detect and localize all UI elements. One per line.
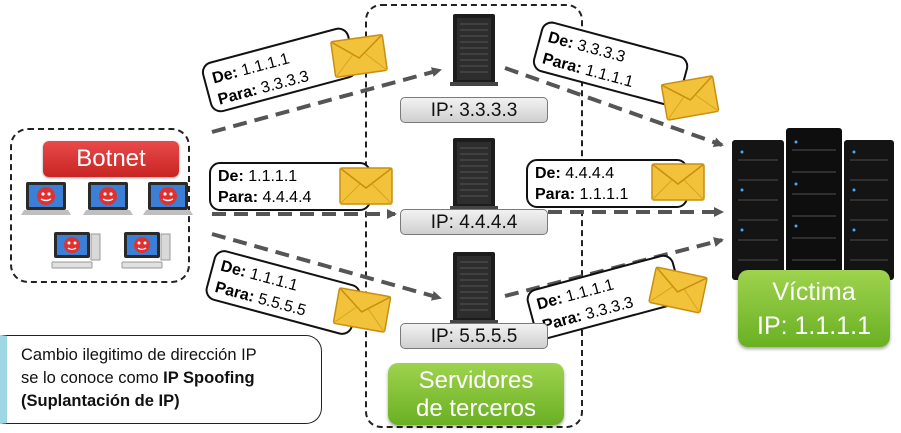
server2-ip-label: IP: 4.4.4.4: [400, 209, 548, 235]
botnet-label: Botnet: [43, 141, 179, 177]
ip-spoofing-note: Cambio ilegitimo de dirección IP se lo c…: [0, 335, 322, 424]
envelope-icon: [329, 33, 389, 79]
arrow-botnet-to-server3: [211, 232, 442, 301]
svg-text:Para: 4.4.4.4: Para: 4.4.4.4: [218, 189, 312, 206]
message-left-mid: De: 1.1.1.1 Para: 4.4.4.4: [209, 162, 371, 211]
envelope-icon: [339, 167, 393, 205]
laptop-infected-icon: [142, 181, 194, 216]
laptop-infected-icon: [82, 181, 134, 216]
note-line1: Cambio ilegitimo de dirección IP: [21, 346, 257, 364]
note-bold1: IP Spoofing: [163, 369, 255, 387]
laptop-infected-icon: [20, 181, 72, 216]
message-right-bot: De: 1.1.1.1 Para: 3.3.3.3: [526, 254, 682, 340]
svg-text:De: 1.1.1.1: De: 1.1.1.1: [218, 168, 297, 185]
desktop-infected-icon: [121, 231, 171, 269]
third-party-line2: de terceros: [415, 395, 537, 422]
arrow-botnet-to-server1: [211, 67, 442, 134]
message-left-bot: De: 1.1.1.1 Para: 5.5.5.5: [205, 250, 361, 335]
arrow-server1-to-victim: [504, 66, 724, 148]
victim-label: Víctima IP: 1.1.1.1: [738, 270, 890, 347]
server-tower-icon: [449, 13, 499, 87]
victim-line2: IP: 1.1.1.1: [757, 312, 871, 340]
server1-ip-label: IP: 3.3.3.3: [400, 97, 548, 123]
server-rack-icon: [732, 128, 894, 283]
server-tower-icon: [449, 137, 499, 211]
server-tower-icon: [449, 251, 499, 325]
note-line2: se lo conoce como IP Spoofing: [21, 367, 311, 390]
message-right-mid: De: 4.4.4.4 Para: 1.1.1.1: [526, 159, 688, 208]
note-line3: (Suplantación de IP): [21, 390, 311, 413]
message-left-top: De: 1.1.1.1 Para: 3.3.3.3: [201, 27, 358, 113]
svg-text:Para: 1.1.1.1: Para: 1.1.1.1: [535, 186, 629, 203]
botnet-group: [10, 128, 190, 283]
server3-ip-label: IP: 5.5.5.5: [400, 323, 548, 349]
desktop-infected-icon: [51, 231, 101, 269]
svg-text:De: 4.4.4.4: De: 4.4.4.4: [535, 165, 614, 182]
third-party-line1: Servidores: [418, 367, 534, 394]
envelope-icon: [651, 163, 705, 201]
message-right-top: De: 3.3.3.3 Para: 1.1.1.1: [532, 21, 689, 107]
note-text2: se lo conoce como: [21, 369, 164, 387]
third-party-servers-label: Servidores de terceros: [388, 363, 564, 425]
victim-line1: Víctima: [772, 278, 856, 306]
note-bold2: (Suplantación de IP): [21, 392, 180, 410]
